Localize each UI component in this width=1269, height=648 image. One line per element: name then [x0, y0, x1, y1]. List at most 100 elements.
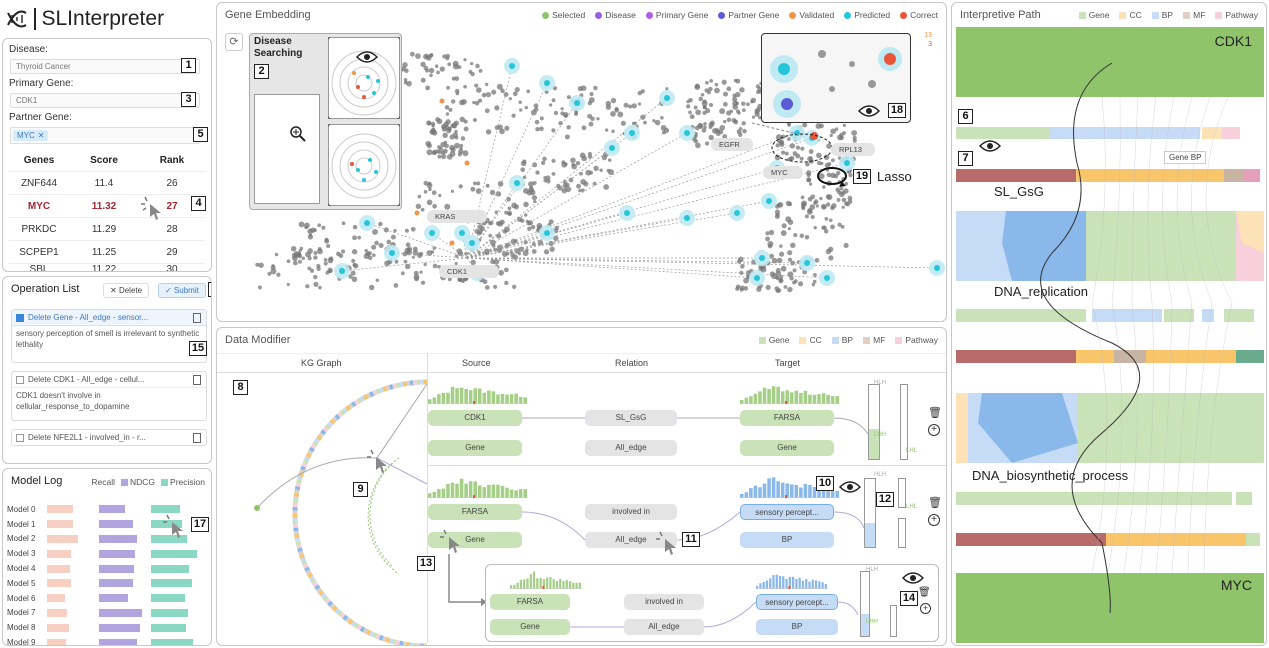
- note-icon[interactable]: [193, 313, 201, 323]
- path-score-bar[interactable]: [900, 384, 908, 460]
- target-histogram[interactable]: [756, 567, 828, 589]
- kg-graph-arc[interactable]: [217, 374, 427, 646]
- source-histogram[interactable]: [428, 470, 528, 498]
- ndcg-bar[interactable]: [99, 638, 138, 645]
- target-type[interactable]: BP: [756, 619, 838, 635]
- trash-icon[interactable]: 🗑: [918, 587, 931, 598]
- note-icon[interactable]: [193, 433, 201, 443]
- model-row[interactable]: Model 0: [7, 502, 207, 517]
- gene-label-rpl13[interactable]: RPL13: [831, 143, 875, 156]
- delete-button[interactable]: ✕ Delete: [103, 283, 150, 298]
- legend-pathway[interactable]: Pathway: [895, 335, 938, 345]
- legend-validated[interactable]: Validated: [789, 10, 834, 20]
- table-row-selected[interactable]: MYC 11.32 27: [9, 195, 205, 218]
- legend-pathway[interactable]: Pathway: [1215, 10, 1258, 20]
- recall-bar[interactable]: [47, 549, 71, 558]
- legend-correct[interactable]: Correct: [900, 10, 938, 20]
- operation-item[interactable]: Delete CDK1 - All_edge - cellul... CDK1 …: [11, 371, 207, 421]
- operation-item[interactable]: Delete NFE2L1 - involved_in - r...: [11, 429, 207, 446]
- precision-bar[interactable]: [151, 549, 197, 558]
- precision-bar[interactable]: [151, 594, 185, 603]
- path-score-bar[interactable]: [860, 571, 870, 637]
- model-row[interactable]: Model 1: [7, 517, 207, 532]
- ndcg-bar[interactable]: [99, 579, 133, 588]
- source-histogram[interactable]: [428, 376, 528, 404]
- gene-label-kras[interactable]: KRAS: [427, 210, 487, 223]
- legend-predicted[interactable]: Predicted: [844, 10, 890, 20]
- relation-type[interactable]: All_edge: [585, 440, 677, 456]
- legend-cc[interactable]: CC: [1119, 10, 1142, 20]
- target-histogram[interactable]: [740, 376, 840, 404]
- model-row[interactable]: Model 8: [7, 620, 207, 635]
- legend-gene[interactable]: Gene: [758, 335, 789, 345]
- table-row[interactable]: PRKDC 11.29 28: [9, 218, 205, 241]
- ndcg-bar[interactable]: [99, 594, 128, 603]
- recall-bar[interactable]: [47, 579, 71, 588]
- relation-node[interactable]: involved in: [624, 594, 704, 610]
- source-type[interactable]: Gene: [428, 440, 522, 456]
- zoom-inset-points[interactable]: [762, 34, 912, 124]
- ndcg-bar[interactable]: [99, 564, 134, 573]
- embedding-scatter[interactable]: [217, 3, 947, 322]
- legend-mf[interactable]: MF: [863, 335, 885, 345]
- partner-gene-chip[interactable]: MYC ✕: [13, 130, 49, 141]
- relation-type[interactable]: All_edge: [624, 619, 704, 635]
- relation-node[interactable]: SL_GsG: [585, 410, 677, 426]
- operation-note[interactable]: CDK1 doesn't involve in cellular_respons…: [16, 391, 130, 411]
- legend-partner-gene[interactable]: Partner Gene: [718, 10, 779, 20]
- model-row[interactable]: Model 2: [7, 532, 207, 547]
- precision-bar[interactable]: [151, 623, 186, 632]
- add-icon[interactable]: +: [928, 514, 940, 526]
- model-row[interactable]: Model 5: [7, 576, 207, 591]
- source-node[interactable]: FARSA: [428, 504, 522, 520]
- model-row[interactable]: Model 7: [7, 606, 207, 621]
- add-icon[interactable]: +: [928, 424, 940, 436]
- recall-bar[interactable]: [47, 534, 79, 543]
- legend-mf[interactable]: MF: [1183, 10, 1205, 20]
- eye-icon[interactable]: [902, 571, 924, 585]
- legend-disease[interactable]: Disease: [595, 10, 636, 20]
- trash-icon[interactable]: 🗑: [928, 497, 942, 509]
- zoom-in-icon[interactable]: [290, 126, 306, 142]
- header-genes[interactable]: Genes: [23, 154, 55, 166]
- model-row[interactable]: Model 4: [7, 561, 207, 576]
- precision-bar[interactable]: [151, 608, 189, 617]
- relation-node[interactable]: involved in: [585, 504, 677, 520]
- interpretive-path-chart[interactable]: [952, 3, 1267, 646]
- disease-radar-top[interactable]: [328, 37, 400, 119]
- checkbox-checked[interactable]: [16, 313, 24, 322]
- submit-button[interactable]: ✓ Submit: [158, 283, 206, 298]
- ndcg-bar[interactable]: [99, 608, 143, 617]
- source-histogram[interactable]: [510, 567, 582, 589]
- legend-primary-gene[interactable]: Primary Gene: [645, 10, 708, 20]
- precision-bar[interactable]: [151, 564, 190, 573]
- ndcg-bar[interactable]: [99, 549, 135, 558]
- legend-gene[interactable]: Gene: [1078, 10, 1109, 20]
- target-node[interactable]: FARSA: [740, 410, 834, 426]
- recall-bar[interactable]: [47, 623, 69, 632]
- ndcg-bar[interactable]: [99, 520, 133, 529]
- table-row[interactable]: SBL 11.22 30: [9, 264, 205, 271]
- add-icon[interactable]: +: [920, 603, 931, 614]
- header-score[interactable]: Score: [90, 154, 118, 166]
- operation-item[interactable]: Delete Gene - All_edge - sensor... senso…: [11, 309, 207, 363]
- recall-bar[interactable]: [47, 505, 74, 514]
- primary-gene-field[interactable]: CDK1: [10, 93, 200, 108]
- target-histogram[interactable]: [740, 470, 840, 498]
- gene-label-egfr[interactable]: EGFR: [711, 138, 753, 151]
- source-type[interactable]: Gene: [490, 619, 570, 635]
- recall-bar[interactable]: [47, 564, 71, 573]
- legend-bp[interactable]: BP: [831, 335, 853, 345]
- model-row[interactable]: Model 3: [7, 546, 207, 561]
- trash-icon[interactable]: 🗑: [928, 407, 942, 419]
- recall-bar[interactable]: [47, 594, 66, 603]
- path-score-bar[interactable]: [898, 518, 906, 548]
- gene-label-cdk1[interactable]: CDK1: [439, 265, 499, 278]
- target-type[interactable]: BP: [740, 532, 834, 548]
- path-score-bar[interactable]: [898, 478, 906, 508]
- model-row[interactable]: Model 6: [7, 591, 207, 606]
- recall-bar[interactable]: [47, 520, 74, 529]
- recall-bar[interactable]: [47, 608, 68, 617]
- precision-bar[interactable]: [151, 579, 192, 588]
- legend-selected[interactable]: Selected: [542, 10, 585, 20]
